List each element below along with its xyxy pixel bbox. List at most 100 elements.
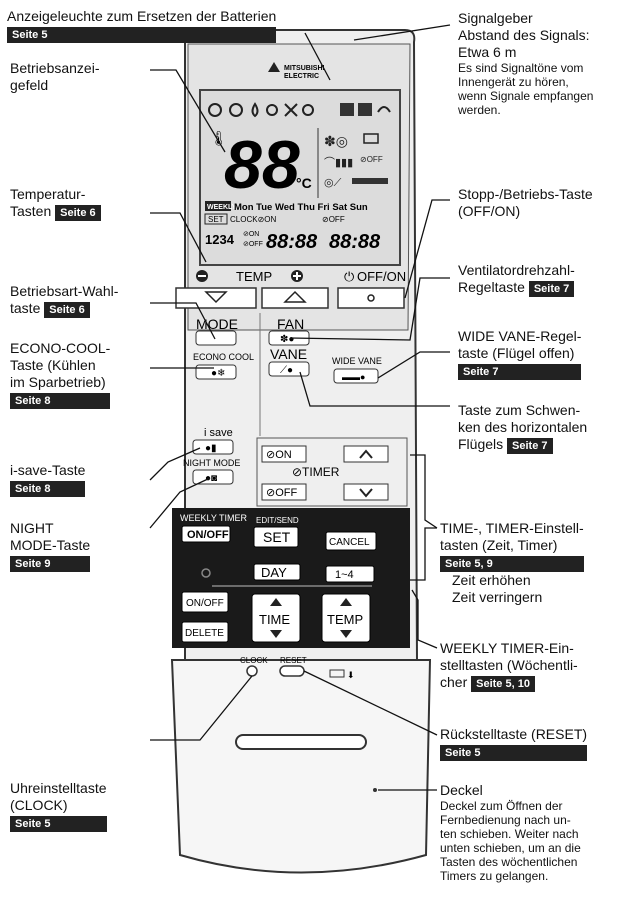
label-signal-desc2: Innengerät zu hören, xyxy=(458,75,569,89)
label-wide-page: Seite 7 xyxy=(458,364,582,380)
label-clock: Uhreinstelltaste (CLOCK) Seite 5 xyxy=(10,780,107,832)
temp-up-button[interactable] xyxy=(261,287,329,309)
label-econo-line3: im Sparbetrieb) xyxy=(10,374,106,390)
cancel-button[interactable] xyxy=(325,531,377,551)
lcd-set: SET xyxy=(208,215,224,224)
label-stop-start: Stopp-/Betriebs-Taste (OFF/ON) xyxy=(458,186,593,220)
battery-arrow-icon: ⬇ xyxy=(347,670,355,680)
lcd-wide-vane-icon xyxy=(352,178,388,184)
temp-down-button[interactable] xyxy=(175,287,257,309)
lcd-clock-on: CLOCK⊘ON xyxy=(230,215,276,224)
label-isave-page: Seite 8 xyxy=(10,481,86,497)
lcd-signal-icon xyxy=(377,106,391,113)
label-fan-speed: Ventilatordrehzahl- Regeltaste Seite 7 xyxy=(458,262,575,297)
cancel-button-label: CANCEL xyxy=(329,537,370,548)
isave-icon: ●▮ xyxy=(205,443,217,454)
isave-button[interactable] xyxy=(192,439,234,455)
lcd-program-nums: 1234 xyxy=(205,232,235,247)
label-weekly-line3: cher xyxy=(440,674,468,690)
econo-cool-icon: ●❄ xyxy=(211,368,225,379)
range-button[interactable] xyxy=(325,565,375,583)
auto-mode-icon xyxy=(208,103,222,117)
label-time-increase: Zeit erhöhen xyxy=(452,572,531,588)
lcd-on2: ⊘ON xyxy=(243,231,259,238)
label-weekly-line1: WEEKLY TIMER-Ein- xyxy=(440,640,574,656)
cover-dot xyxy=(373,788,377,792)
label-signal-desc3: wenn Signale empfangen xyxy=(458,89,594,103)
offon-button[interactable] xyxy=(337,287,405,309)
label-mode-page: Seite 6 xyxy=(44,302,90,318)
reset-button[interactable] xyxy=(279,665,305,677)
wide-vane-button[interactable] xyxy=(333,368,379,384)
label-battery-indicator: Anzeigeleuchte zum Ersetzen der Batterie… xyxy=(7,8,277,43)
label-temp-keys: Temperatur- Tasten Seite 6 xyxy=(10,186,101,221)
lcd-off: ⊘OFF xyxy=(322,215,345,224)
label-temp-keys-line1: Temperatur- xyxy=(10,186,86,202)
set-button[interactable] xyxy=(253,526,299,548)
label-swing-line2: ken des horizontalen xyxy=(458,419,588,435)
label-night-line1: NIGHT xyxy=(10,520,54,536)
power-icon: ⏻ xyxy=(344,269,354,284)
label-wide-vane: WIDE VANE-Regel- taste (Flügel offen) Se… xyxy=(458,328,582,380)
label-stop-line1: Stopp-/Betriebs-Taste xyxy=(458,186,593,202)
weekly-onoff2-button[interactable] xyxy=(181,591,229,613)
vane-label: VANE xyxy=(270,346,307,362)
timer-up-button[interactable] xyxy=(343,445,389,463)
temp2-button[interactable] xyxy=(321,593,371,643)
lcd-fan-speed-icon: ⌒▮▮▮ xyxy=(324,156,353,169)
lcd-fan-icon: ✽◎ xyxy=(324,133,348,149)
label-econo-cool: ECONO-COOL- Taste (Kühlen im Sparbetrieb… xyxy=(10,340,111,409)
label-cover-desc4: unten schieben, um an die xyxy=(440,841,581,855)
label-clock-line2: (CLOCK) xyxy=(10,797,68,813)
lcd-temp-unit: °C xyxy=(296,175,312,191)
label-weekly-line2: stelltasten (Wöchentli- xyxy=(440,657,578,673)
timer-on-button[interactable] xyxy=(261,445,307,463)
label-display: Betriebsanzei- gefeld xyxy=(10,60,100,94)
gear-mode-icon xyxy=(302,104,314,116)
label-weekly-page: Seite 5, 10 xyxy=(471,676,535,692)
label-econo-line2: Taste (Kühlen xyxy=(10,357,96,373)
wide-vane-label: WIDE VANE xyxy=(332,356,382,366)
label-night-line2: MODE-Taste xyxy=(10,537,91,553)
fan-button-icon: ✽● xyxy=(280,334,294,345)
timer-down-icon xyxy=(359,488,373,498)
mode-button[interactable] xyxy=(195,330,237,346)
fan-mode-icon xyxy=(284,103,298,117)
wide-vane-icon: ▬▬● xyxy=(342,372,365,382)
heat-mode-icon xyxy=(266,104,278,116)
night-mode-button[interactable] xyxy=(192,469,234,485)
label-mode-line2: taste xyxy=(10,300,41,316)
day-button-label: DAY xyxy=(261,565,287,580)
clock-button[interactable] xyxy=(246,665,258,677)
delete-button[interactable] xyxy=(181,621,229,643)
label-signal-desc1: Es sind Signaltöne vom xyxy=(458,61,584,75)
timer-box xyxy=(256,437,408,507)
reset-label: RESET xyxy=(280,656,307,665)
temp-up-icon xyxy=(283,290,307,303)
lcd-vane-icon: ◎⟋ xyxy=(324,177,342,189)
lcd-timer-icon xyxy=(358,103,372,116)
weekly-onoff-button[interactable] xyxy=(181,525,231,543)
night-mode-icon: ●◙ xyxy=(205,473,217,484)
vane-button[interactable] xyxy=(268,361,310,377)
timer-down-button[interactable] xyxy=(343,483,389,501)
label-time-page: Seite 5, 9 xyxy=(440,556,584,572)
time-up-icon xyxy=(270,598,282,606)
cover-slot xyxy=(235,734,367,750)
label-clock-page: Seite 5 xyxy=(10,816,107,832)
label-swing-line3: Flügels xyxy=(458,436,504,452)
brand-line2: ELECTRIC xyxy=(284,73,319,80)
time-button[interactable] xyxy=(251,593,301,643)
mitsubishi-logo-icon xyxy=(268,62,280,72)
label-battery-text: Anzeigeleuchte zum Ersetzen der Batterie… xyxy=(7,8,277,24)
timer-off-button[interactable] xyxy=(261,483,307,501)
label-cover-desc5: Tasten des wöchentlichen xyxy=(440,855,578,869)
mode-label: MODE xyxy=(196,316,238,332)
label-swing-page: Seite 7 xyxy=(507,438,553,454)
label-reset-page: Seite 5 xyxy=(440,745,588,761)
edit-send-label: EDIT/SEND xyxy=(256,516,299,525)
day-button[interactable] xyxy=(253,563,301,581)
label-cover-title: Deckel xyxy=(440,782,483,798)
cool-mode-icon xyxy=(229,103,243,117)
lcd-weekly-badge xyxy=(205,201,231,211)
